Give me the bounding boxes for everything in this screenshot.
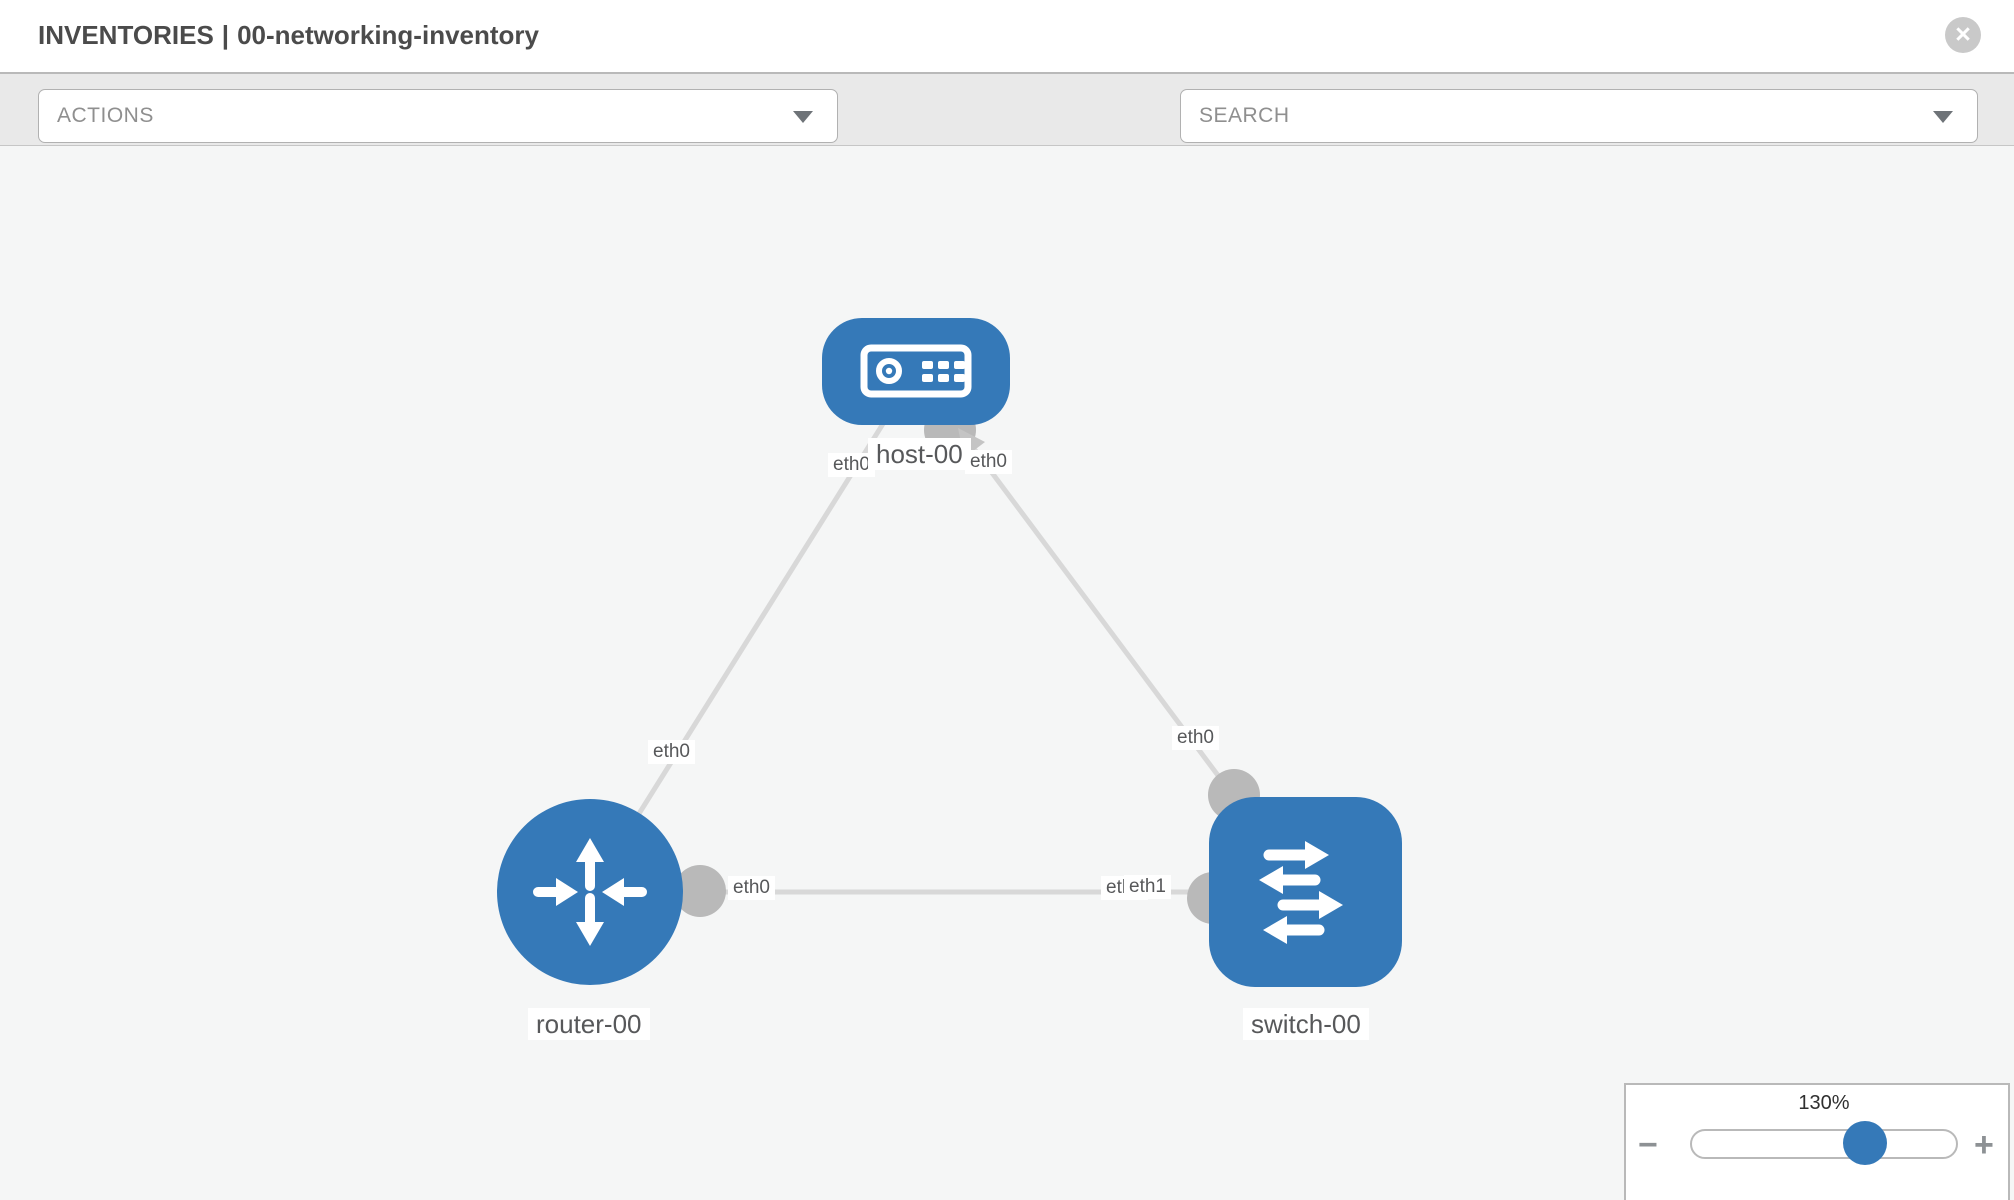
- actions-dropdown[interactable]: ACTIONS: [38, 89, 838, 143]
- switch-icon: [1259, 841, 1343, 944]
- chevron-down-icon: [1933, 111, 1953, 123]
- host-icon: [860, 344, 972, 398]
- zoom-slider-thumb[interactable]: [1843, 1121, 1887, 1165]
- breadcrumb-section: INVENTORIES: [38, 20, 214, 50]
- node-router-00[interactable]: [497, 799, 683, 985]
- interface-label: eth0: [648, 740, 695, 764]
- node-switch-00[interactable]: [1209, 797, 1402, 987]
- interface-connectors: [674, 404, 1260, 924]
- node-host-00[interactable]: [822, 318, 1010, 425]
- search-dropdown-label: SEARCH: [1199, 104, 1290, 127]
- zoom-slider[interactable]: [1690, 1121, 1958, 1165]
- router-icon: [533, 838, 647, 946]
- interface-label: eth0: [965, 450, 1012, 474]
- header: INVENTORIES|00-networking-inventory ×: [0, 0, 2014, 72]
- breadcrumb-separator: |: [221, 20, 230, 50]
- actions-dropdown-label: ACTIONS: [57, 104, 154, 127]
- interface-label: eth0: [1172, 726, 1219, 750]
- toolbar: ACTIONS SEARCH: [0, 72, 2014, 200]
- close-icon[interactable]: ×: [1945, 17, 1981, 53]
- node-label-switch: switch-00: [1243, 1008, 1369, 1040]
- interface-label: eth0: [828, 453, 875, 477]
- plus-icon[interactable]: +: [1974, 1126, 1994, 1164]
- search-dropdown[interactable]: SEARCH: [1180, 89, 1978, 143]
- node-label-router: router-00: [528, 1008, 650, 1040]
- interface-label: eth0: [728, 876, 775, 900]
- interface-label: eth1: [1124, 875, 1171, 899]
- node-label-host: host-00: [868, 438, 971, 470]
- minus-icon[interactable]: −: [1638, 1126, 1658, 1164]
- connector-router-right[interactable]: [674, 865, 726, 917]
- zoom-panel: 130% − +: [1624, 1083, 2010, 1200]
- inventory-name: 00-networking-inventory: [237, 20, 539, 50]
- zoom-level-label: 130%: [1798, 1092, 1850, 1114]
- chevron-down-icon: [793, 111, 813, 123]
- topology-canvas[interactable]: eth0 host-00 eth0 eth0 eth0 eth0 eth0 et…: [0, 146, 2014, 1200]
- page-title: INVENTORIES|00-networking-inventory: [38, 20, 539, 51]
